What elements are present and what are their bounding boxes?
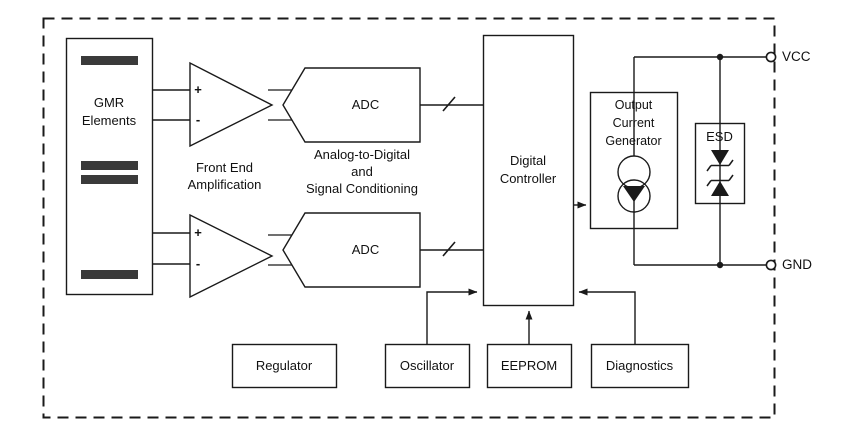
eeprom-box xyxy=(486,343,573,389)
bus-slash-adc-bottom xyxy=(442,241,456,257)
zener-diode-upper-tick-left xyxy=(706,165,712,172)
wire-oscillator-to-controller xyxy=(426,288,478,344)
vcc-pin-terminal[interactable] xyxy=(765,51,777,63)
zener-diode-lower-icon xyxy=(711,181,729,196)
bus-slash-adc-top xyxy=(442,96,456,112)
diagnostics-box xyxy=(590,343,690,389)
zener-diode-lower-tick-left xyxy=(706,180,712,187)
gmr-bar-1 xyxy=(81,56,138,65)
adc-block-bottom xyxy=(282,212,421,288)
zener-diode-upper-tick-right xyxy=(728,159,734,166)
regulator-box xyxy=(231,343,338,389)
ic-package-boundary xyxy=(42,17,776,419)
wire-diagnostics-to-controller xyxy=(578,288,636,344)
gmr-bar-4 xyxy=(81,270,138,279)
zener-diode-lower-tick-right xyxy=(728,174,734,181)
gmr-bar-2 xyxy=(81,161,138,170)
gnd-pin-terminal[interactable] xyxy=(765,259,777,271)
zener-diode-upper-icon xyxy=(711,150,729,165)
current-source-arrow-icon xyxy=(623,186,645,202)
current-source-circle-upper xyxy=(617,155,651,189)
junction-dot-vcc xyxy=(716,53,724,61)
front-end-amplifier-top xyxy=(189,61,274,148)
oscillator-box xyxy=(384,343,471,389)
front-end-amplifier-bottom xyxy=(189,213,274,299)
digital-controller-box xyxy=(482,34,575,307)
gmr-bar-3 xyxy=(81,175,138,184)
adc-block-top xyxy=(282,67,421,143)
current-source-circle-lower xyxy=(617,179,651,213)
junction-dot-gnd xyxy=(716,261,724,269)
